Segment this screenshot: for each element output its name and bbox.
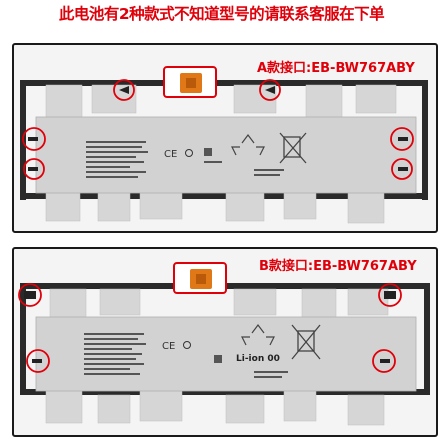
- ce-mark-b-icon: CE: [162, 341, 175, 352]
- battery-a-body: [35, 116, 417, 194]
- flex-connector-a-icon: [163, 66, 217, 98]
- ce-mark-icon: CE: [164, 149, 177, 160]
- page-headline: 此电池有2种款式不知道型号的请联系客服在下单: [58, 5, 385, 23]
- recycle-b-icon: [241, 324, 275, 346]
- battery-b-photo: CE: [18, 262, 430, 426]
- variant-a-panel: CE A款接口:EB-BW767ABY: [12, 43, 438, 233]
- flex-connector-b-icon: [173, 262, 227, 294]
- variant-a-title: A款接口:EB-BW767ABY: [257, 61, 415, 76]
- recycle-icon: [231, 134, 265, 156]
- crossed-bin-icon: [279, 132, 307, 164]
- variant-b-title: B款接口:EB-BW767ABY: [259, 259, 417, 274]
- battery-cell-label: Li-ion 00: [236, 354, 280, 364]
- battery-a-photo: CE: [20, 66, 428, 224]
- crossed-bin-b-icon: [291, 324, 321, 360]
- variant-b-panel: CE B款接口:EB-BW767ABY Li-ion 00: [12, 247, 438, 437]
